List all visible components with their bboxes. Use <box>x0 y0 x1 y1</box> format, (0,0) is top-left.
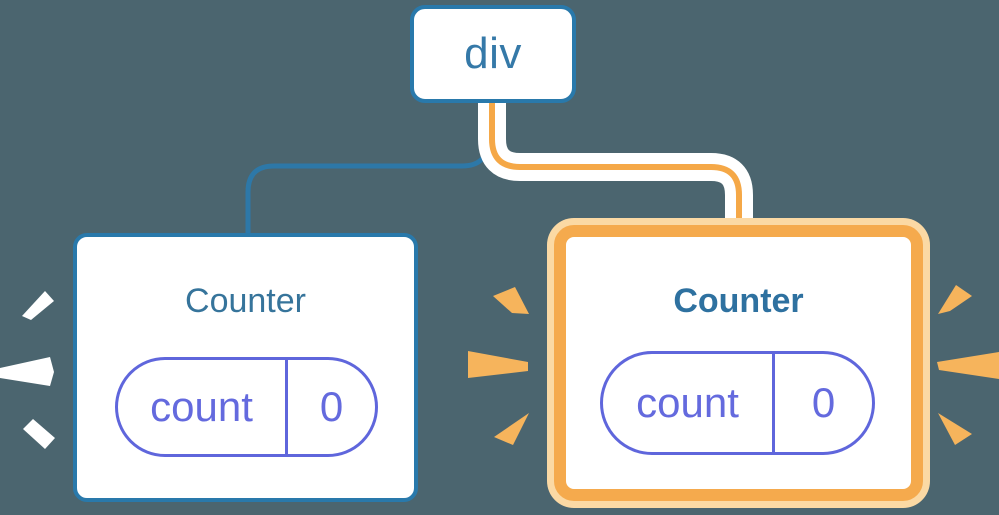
edge-to-right-counter <box>489 100 742 234</box>
sparks-right-counter-right <box>937 285 999 445</box>
state-key: count <box>603 354 775 452</box>
spark-icon <box>494 413 529 445</box>
root-node-label: div <box>464 29 522 78</box>
state-value: 0 <box>319 383 344 430</box>
state-pill: count 0 <box>600 351 875 455</box>
edge-to-left-counter <box>245 100 491 237</box>
spark-icon <box>938 413 972 445</box>
spark-icon <box>22 291 54 320</box>
state-value: 0 <box>811 379 836 426</box>
counter-title: Counter <box>185 282 306 320</box>
edge-to-right-counter-casing <box>478 100 753 218</box>
state-pill: count 0 <box>115 357 378 457</box>
spark-icon <box>468 351 528 378</box>
spark-icon <box>938 285 972 314</box>
state-key: count <box>118 360 288 454</box>
counter-card-right-highlighted: Counter count 0 <box>554 225 923 501</box>
counter-title: Counter <box>673 282 804 320</box>
spark-icon <box>0 357 54 386</box>
counter-card-left: Counter count 0 <box>73 233 418 502</box>
spark-icon <box>23 419 55 449</box>
spark-icon <box>493 287 529 314</box>
root-node-div: div <box>410 5 576 103</box>
spark-icon <box>937 352 999 379</box>
sparks-left-counter <box>0 291 55 449</box>
sparks-right-counter-left <box>468 287 529 445</box>
